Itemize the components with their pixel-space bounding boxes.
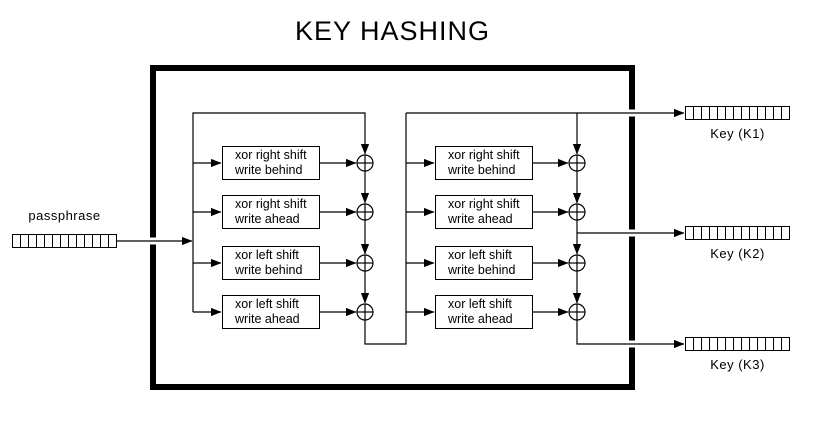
process-box-s2-left-shift-ahead: xor left shift write ahead [435, 295, 533, 329]
process-box-line1: xor left shift [448, 297, 512, 311]
process-box-s1-right-shift-behind: xor right shift write behind [222, 146, 320, 180]
key-hashing-boundary [150, 65, 635, 390]
register-cell [702, 338, 710, 350]
process-box-line1: xor left shift [235, 248, 299, 262]
register-cell [774, 227, 782, 239]
register-cell [21, 235, 29, 247]
register-cell [782, 107, 789, 119]
register-cell [734, 227, 742, 239]
register-cell [93, 235, 101, 247]
register-cell [750, 227, 758, 239]
key-k2-label: Key (K2) [710, 246, 765, 261]
register-cell [694, 338, 702, 350]
register-cell [702, 107, 710, 119]
process-box-line2: write behind [448, 263, 516, 277]
register-cell [718, 107, 726, 119]
register-cell [77, 235, 85, 247]
register-cell [710, 227, 718, 239]
register-cell [758, 107, 766, 119]
process-box-line2: write behind [235, 263, 303, 277]
key-k1-register [685, 106, 790, 120]
process-box-s1-left-shift-behind: xor left shift write behind [222, 246, 320, 280]
process-box-s1-right-shift-ahead: xor right shift write ahead [222, 195, 320, 229]
register-cell [750, 338, 758, 350]
register-cell [774, 338, 782, 350]
register-cell [726, 227, 734, 239]
process-box-line2: write ahead [448, 312, 513, 326]
register-cell [686, 107, 694, 119]
process-box-s2-right-shift-behind: xor right shift write behind [435, 146, 533, 180]
register-cell [85, 235, 93, 247]
register-cell [45, 235, 53, 247]
key-k2-register [685, 226, 790, 240]
process-box-line2: write ahead [235, 212, 300, 226]
process-box-s2-right-shift-ahead: xor right shift write ahead [435, 195, 533, 229]
register-cell [758, 338, 766, 350]
key-k3-register [685, 337, 790, 351]
process-box-line2: write behind [448, 163, 516, 177]
register-cell [109, 235, 116, 247]
register-cell [686, 338, 694, 350]
process-box-line2: write ahead [448, 212, 513, 226]
process-box-line1: xor right shift [235, 148, 307, 162]
register-cell [37, 235, 45, 247]
process-box-line2: write behind [235, 163, 303, 177]
register-cell [766, 227, 774, 239]
register-cell [742, 227, 750, 239]
process-box-s2-left-shift-behind: xor left shift write behind [435, 246, 533, 280]
register-cell [766, 107, 774, 119]
register-cell [101, 235, 109, 247]
key-k1-label: Key (K1) [710, 126, 765, 141]
process-box-line1: xor right shift [448, 148, 520, 162]
register-cell [718, 338, 726, 350]
register-cell [694, 107, 702, 119]
register-cell [766, 338, 774, 350]
passphrase-register [12, 234, 117, 248]
register-cell [758, 227, 766, 239]
register-cell [734, 107, 742, 119]
register-cell [742, 107, 750, 119]
register-cell [774, 107, 782, 119]
process-box-s1-left-shift-ahead: xor left shift write ahead [222, 295, 320, 329]
register-cell [694, 227, 702, 239]
register-cell [710, 107, 718, 119]
process-box-line2: write ahead [235, 312, 300, 326]
register-cell [782, 338, 789, 350]
process-box-line1: xor right shift [235, 197, 307, 211]
register-cell [750, 107, 758, 119]
register-cell [718, 227, 726, 239]
register-cell [13, 235, 21, 247]
register-cell [53, 235, 61, 247]
register-cell [69, 235, 77, 247]
register-cell [734, 338, 742, 350]
process-box-line1: xor right shift [448, 197, 520, 211]
register-cell [61, 235, 69, 247]
register-cell [710, 338, 718, 350]
register-cell [782, 227, 789, 239]
process-box-line1: xor left shift [448, 248, 512, 262]
process-box-line1: xor left shift [235, 297, 299, 311]
passphrase-label: passphrase [28, 208, 101, 223]
register-cell [726, 107, 734, 119]
diagram-title: KEY HASHING [294, 16, 491, 46]
register-cell [726, 338, 734, 350]
register-cell [702, 227, 710, 239]
key-k3-label: Key (K3) [710, 357, 765, 372]
register-cell [29, 235, 37, 247]
register-cell [742, 338, 750, 350]
register-cell [686, 227, 694, 239]
